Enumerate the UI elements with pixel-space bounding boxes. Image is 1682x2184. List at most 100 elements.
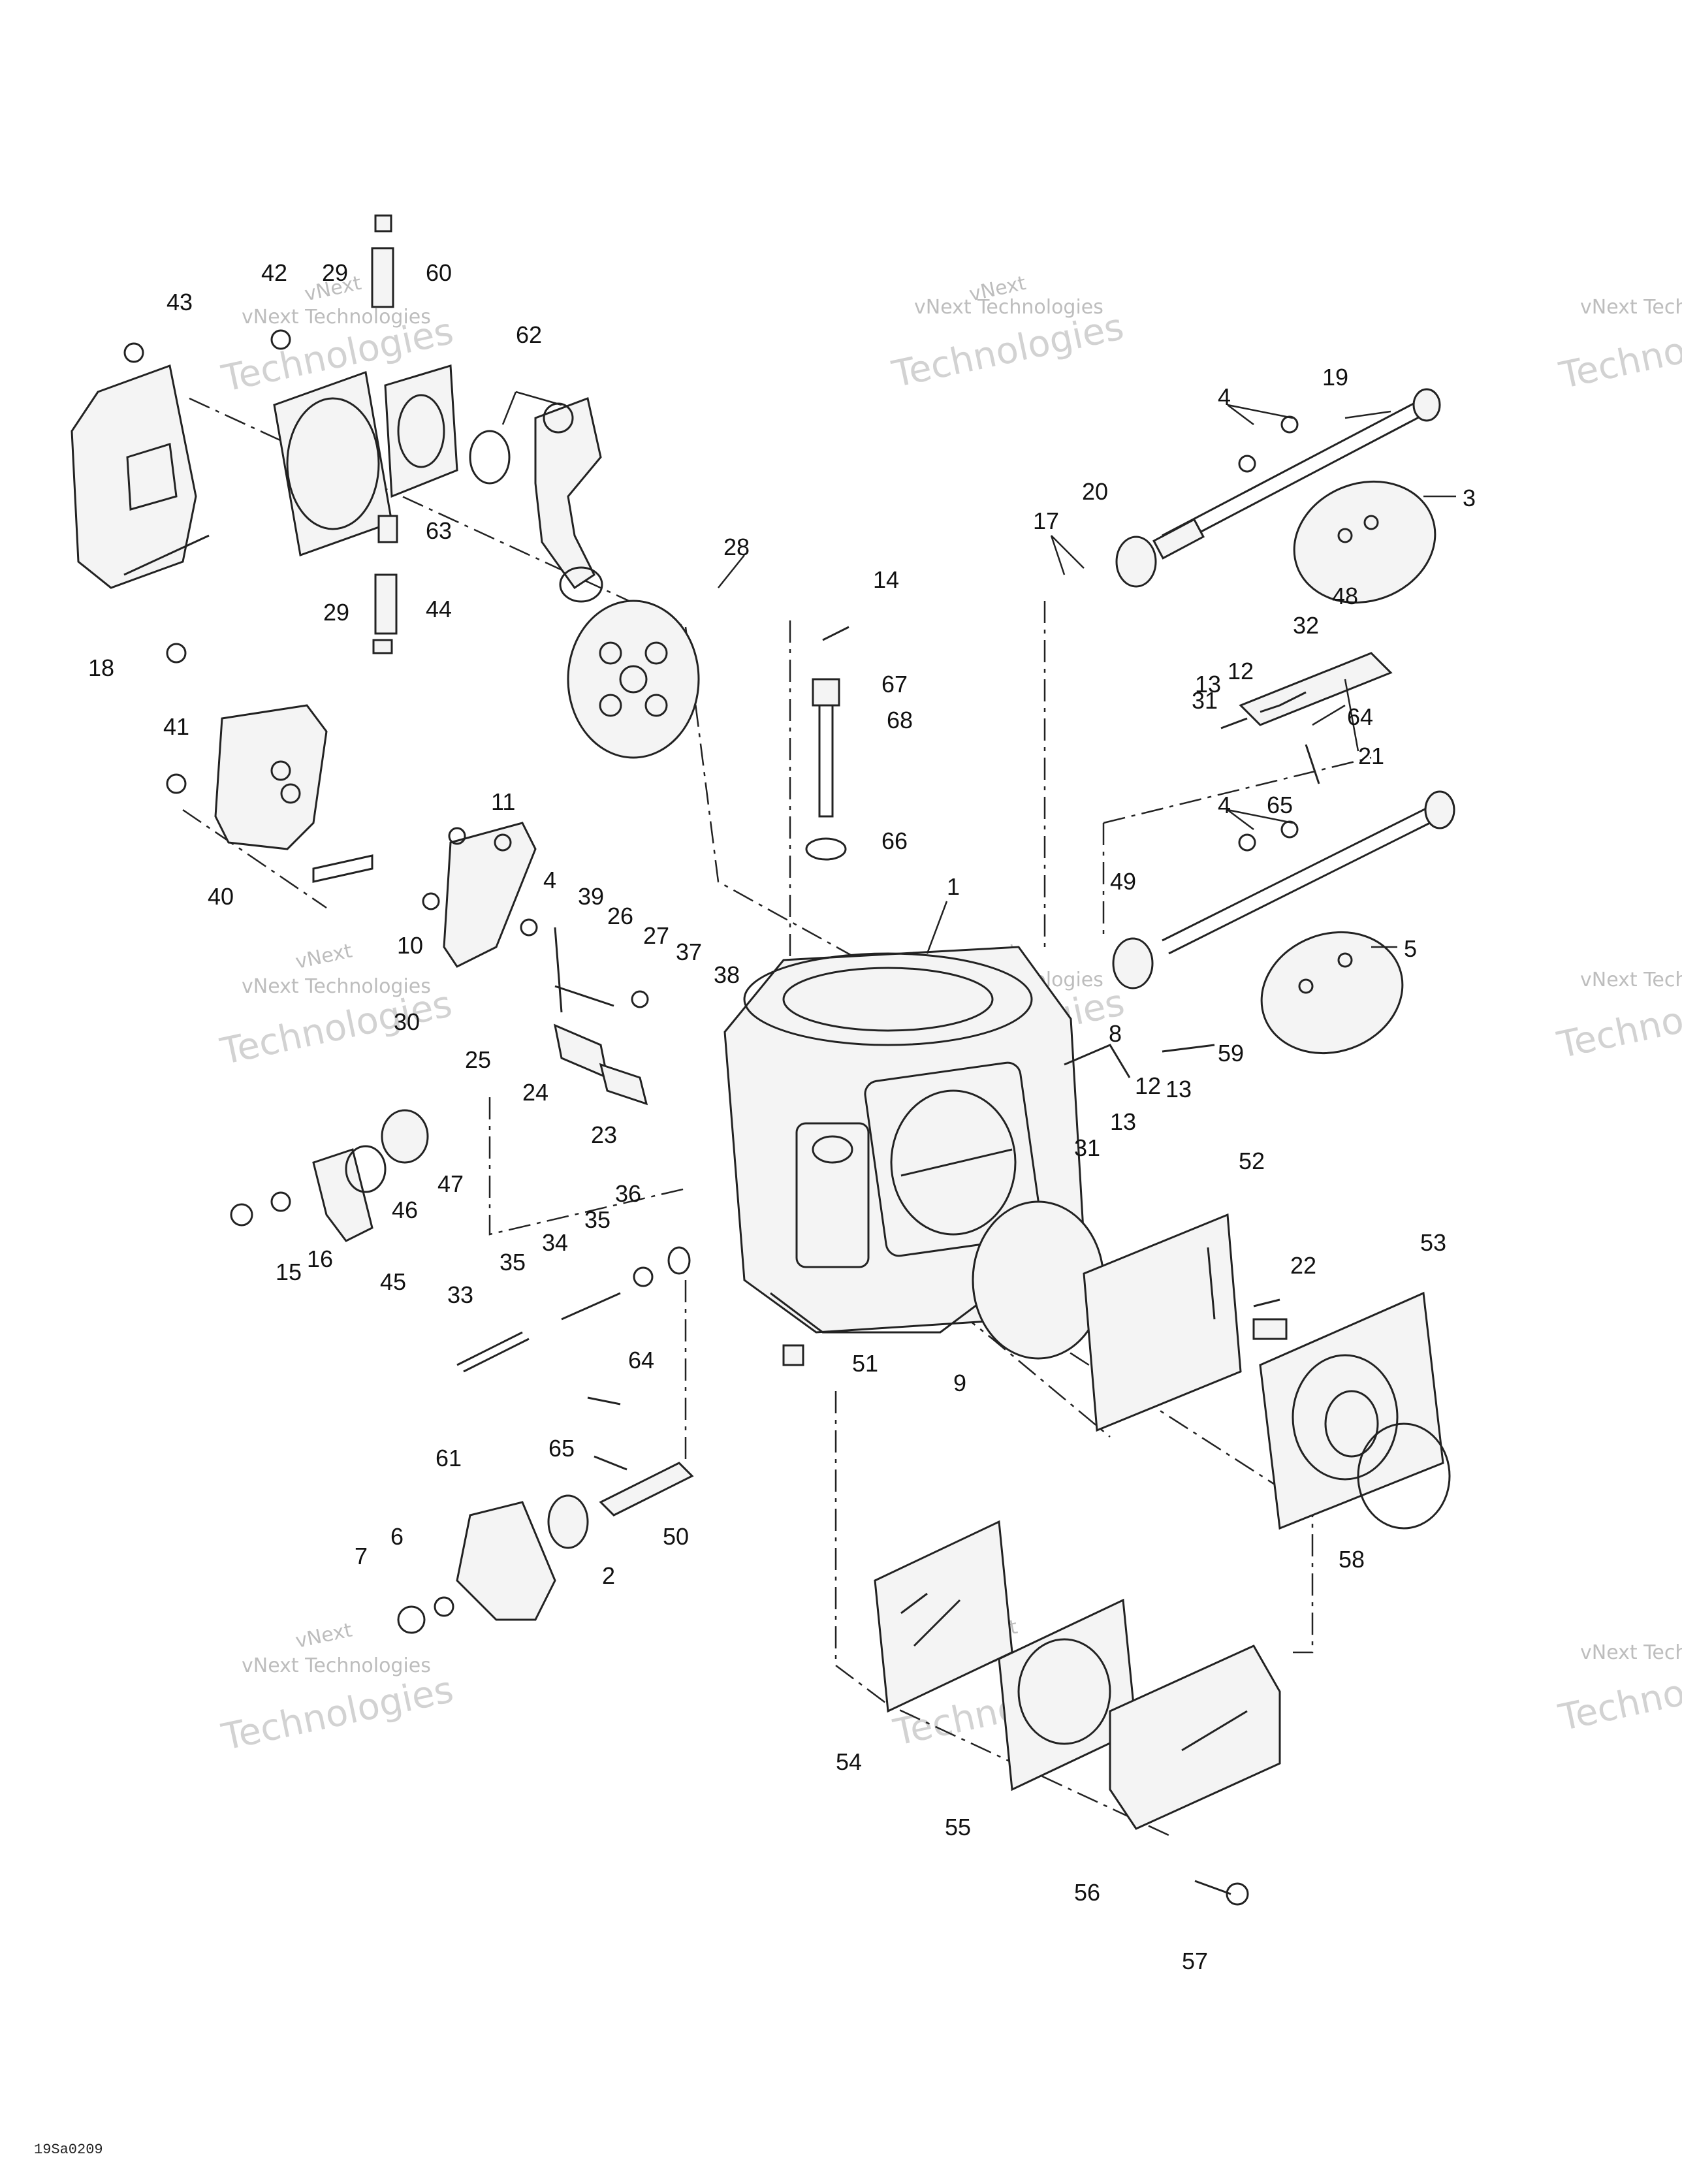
part-adjust-screw-32-48 bbox=[1220, 652, 1393, 730]
callout-38: 38 bbox=[714, 961, 740, 988]
callout-51: 51 bbox=[852, 1350, 878, 1377]
callout-41: 41 bbox=[163, 713, 189, 740]
callout-32: 32 bbox=[1293, 612, 1319, 639]
callout-13-upper: 13 bbox=[1195, 671, 1221, 698]
callout-35-right: 35 bbox=[584, 1206, 611, 1233]
callout-2: 2 bbox=[602, 1562, 615, 1589]
callout-66: 66 bbox=[881, 827, 908, 854]
callout-54: 54 bbox=[836, 1748, 862, 1775]
callout-62: 62 bbox=[516, 321, 542, 348]
callout-39: 39 bbox=[578, 883, 604, 910]
callout-28: 28 bbox=[723, 534, 750, 560]
callout-labels: 1 2 3 4 4 4 5 6 7 8 9 10 11 12 12 13 13 … bbox=[88, 259, 1476, 1974]
part-pump-cover-40 bbox=[214, 704, 373, 883]
callout-49: 49 bbox=[1110, 868, 1136, 895]
part-shaft-21 bbox=[1162, 790, 1455, 955]
callout-7: 7 bbox=[355, 1543, 368, 1569]
callout-34: 34 bbox=[542, 1229, 568, 1256]
watermark-large: Technologies bbox=[1555, 307, 1682, 398]
callout-22: 22 bbox=[1290, 1252, 1316, 1279]
part-fuel-pump-diaphragm-28 bbox=[567, 600, 700, 759]
callout-44: 44 bbox=[426, 596, 452, 622]
callout-3: 3 bbox=[1463, 485, 1476, 511]
callout-8: 8 bbox=[1109, 1020, 1122, 1047]
callout-42: 42 bbox=[261, 259, 287, 286]
watermark-company: vNext Technologies bbox=[1580, 969, 1682, 991]
callout-23: 23 bbox=[591, 1121, 617, 1148]
callout-59: 59 bbox=[1218, 1040, 1244, 1067]
part-pump-cover-left bbox=[71, 364, 210, 589]
watermark-large: Technologies bbox=[218, 1669, 457, 1759]
callout-11: 11 bbox=[491, 788, 515, 815]
callout-35-left: 35 bbox=[500, 1249, 526, 1276]
watermark-company: vNext Technologies bbox=[242, 306, 431, 329]
callout-13-lower: 13 bbox=[1110, 1108, 1136, 1135]
callout-68: 68 bbox=[887, 707, 913, 733]
callout-15: 15 bbox=[276, 1259, 302, 1285]
callout-64-lower: 64 bbox=[628, 1347, 654, 1373]
callout-65-upper: 65 bbox=[1267, 792, 1293, 818]
callout-46: 46 bbox=[392, 1196, 418, 1223]
watermark-company: vNext Technologies bbox=[1580, 296, 1682, 319]
watermark-company: vNext Technologies bbox=[242, 975, 431, 998]
callout-67: 67 bbox=[881, 671, 908, 698]
callout-50: 50 bbox=[663, 1523, 689, 1550]
part-screw-14-67 bbox=[805, 626, 849, 861]
part-idle-screw-33-36 bbox=[456, 1246, 691, 1373]
callout-31-lower: 31 bbox=[1074, 1134, 1100, 1161]
callout-52: 52 bbox=[1239, 1148, 1265, 1174]
callout-31-upper: 31 bbox=[1192, 687, 1218, 714]
callout-61: 61 bbox=[436, 1445, 462, 1471]
callout-5: 5 bbox=[1404, 935, 1417, 962]
callout-26: 26 bbox=[607, 903, 633, 929]
callout-58: 58 bbox=[1339, 1546, 1365, 1573]
callout-12-lower: 12 bbox=[1135, 1072, 1161, 1099]
part-throttle-shaft-19 bbox=[1152, 388, 1441, 560]
callout-45: 45 bbox=[380, 1268, 406, 1295]
callout-30: 30 bbox=[394, 1008, 420, 1035]
callout-14: 14 bbox=[873, 566, 899, 593]
callout-16: 16 bbox=[307, 1245, 333, 1272]
callout-27: 27 bbox=[643, 922, 669, 949]
callout-24: 24 bbox=[522, 1079, 548, 1106]
part-bracket-30 bbox=[443, 822, 537, 968]
part-lever-61-50 bbox=[397, 1396, 694, 1634]
callout-55: 55 bbox=[945, 1814, 971, 1840]
part-fasteners-misc bbox=[123, 214, 1320, 1471]
part-throttle-plate-3 bbox=[1293, 480, 1436, 604]
callout-53: 53 bbox=[1420, 1229, 1446, 1256]
watermark-company: vNext Technologies bbox=[242, 1654, 431, 1677]
part-throttle-plate-5 bbox=[1260, 931, 1404, 1055]
callout-64-upper: 64 bbox=[1347, 703, 1373, 730]
part-gasket-9-52 bbox=[972, 1200, 1242, 1432]
part-fuel-pump-53-58 bbox=[1252, 1291, 1451, 1530]
callout-37: 37 bbox=[676, 939, 702, 965]
callout-47: 47 bbox=[437, 1170, 464, 1197]
watermark-large: Technologies bbox=[888, 306, 1127, 396]
callout-57: 57 bbox=[1182, 1948, 1208, 1974]
callout-1: 1 bbox=[947, 873, 960, 900]
callout-20: 20 bbox=[1082, 478, 1108, 505]
callout-4-mid: 4 bbox=[543, 867, 556, 893]
callout-48: 48 bbox=[1332, 583, 1358, 609]
part-bushings-20-49 bbox=[1112, 536, 1157, 989]
callout-56: 56 bbox=[1074, 1879, 1100, 1906]
callout-29-upper: 29 bbox=[322, 259, 348, 286]
callout-29-lower: 29 bbox=[323, 599, 349, 626]
callout-10: 10 bbox=[397, 932, 423, 959]
drawing-code: 19Sa0209 bbox=[34, 2142, 103, 2158]
part-reed-valve-54-56 bbox=[874, 1520, 1281, 1906]
watermark-company: vNext Technologies bbox=[914, 296, 1103, 319]
callout-65-lower: 65 bbox=[548, 1435, 575, 1462]
watermark-company: vNext Technologies bbox=[1580, 1641, 1682, 1664]
callout-60: 60 bbox=[426, 259, 452, 286]
callout-6: 6 bbox=[390, 1523, 404, 1550]
part-idle-lever-16-45 bbox=[230, 1109, 429, 1242]
callout-4-lower: 4 bbox=[1218, 792, 1231, 818]
callout-40: 40 bbox=[208, 883, 234, 910]
watermark-brand: vNext bbox=[293, 1618, 354, 1653]
callout-63: 63 bbox=[426, 517, 452, 544]
callout-9: 9 bbox=[953, 1370, 966, 1396]
callout-18: 18 bbox=[88, 654, 114, 681]
